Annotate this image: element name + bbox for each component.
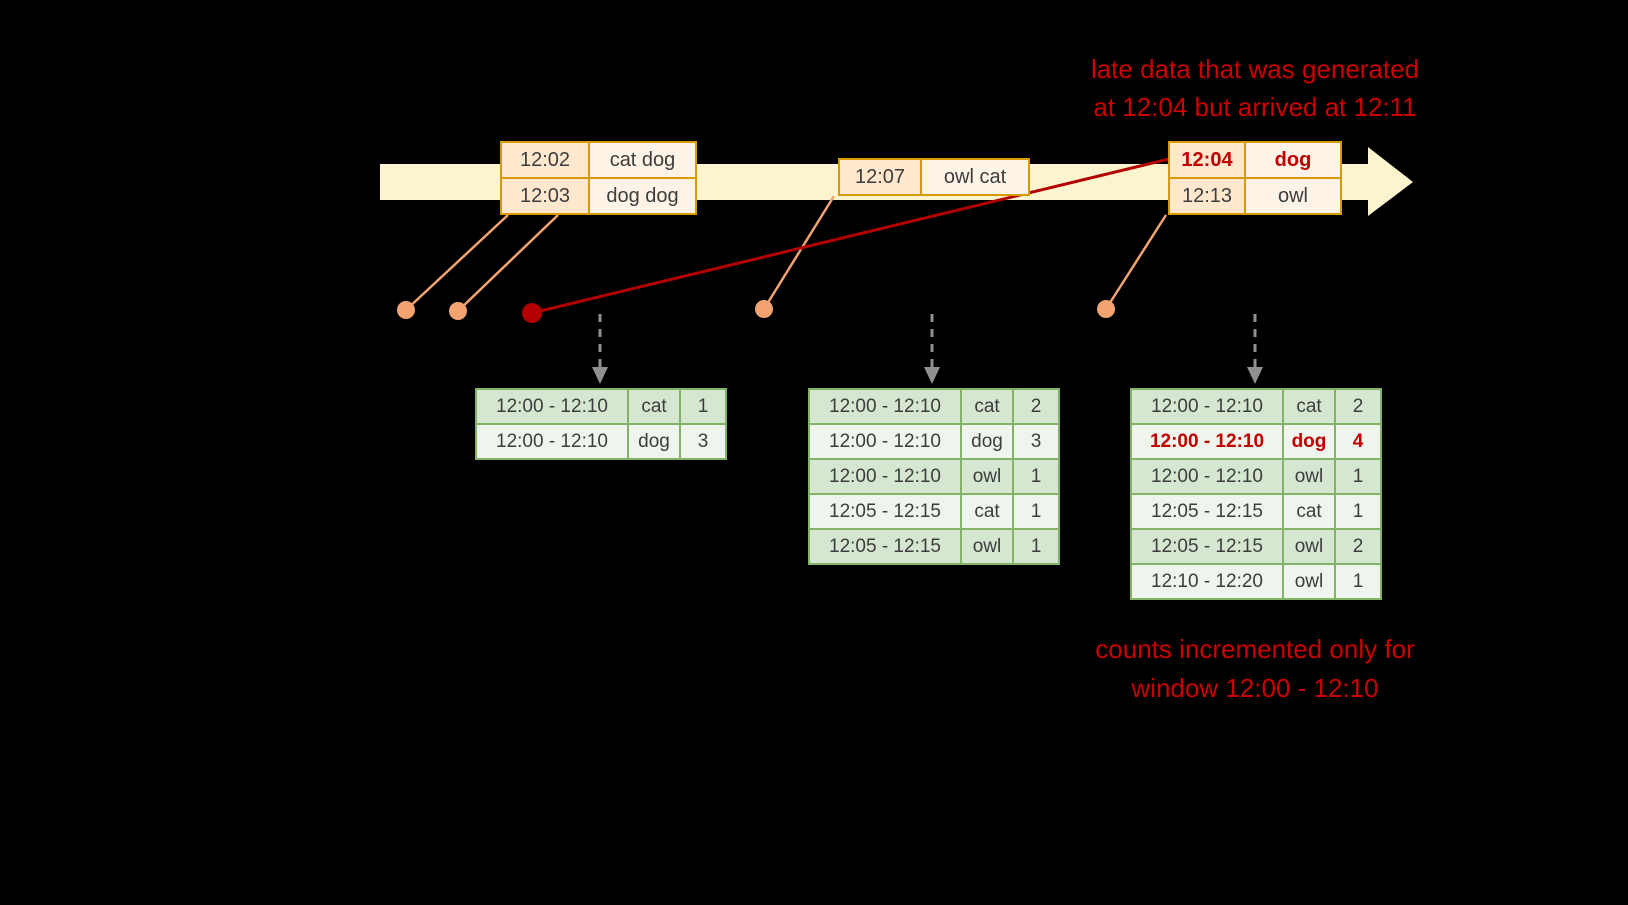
event-words: dog dog xyxy=(590,179,695,213)
table-row: 12:00 - 12:10 dog 3 xyxy=(475,423,727,460)
event-time: 12:03 xyxy=(502,179,588,213)
word-cell: owl xyxy=(960,528,1014,565)
table-row: 12:00 - 12:10 cat 2 xyxy=(808,388,1060,425)
count-cell: 3 xyxy=(679,423,727,460)
count-cell: 2 xyxy=(1334,388,1382,425)
table-row: 12:00 - 12:10 dog 3 xyxy=(808,423,1060,460)
late-data-annotation-line2: at 12:04 but arrived at 12:11 xyxy=(1093,92,1417,122)
trigger-arrowhead-icon xyxy=(1247,367,1263,384)
counts-annotation: counts incremented only for window 12:00… xyxy=(1040,630,1470,708)
count-cell: 1 xyxy=(1012,528,1060,565)
event-box-1: 12:02 cat dog 12:03 dog dog xyxy=(500,141,697,215)
word-cell: owl xyxy=(1282,458,1336,495)
count-cell: 3 xyxy=(1012,423,1060,460)
count-cell: 1 xyxy=(1334,458,1382,495)
window-cell: 12:00 - 12:10 xyxy=(1130,423,1284,460)
table-row: 12:05 - 12:15 owl 2 xyxy=(1130,528,1382,565)
window-cell: 12:05 - 12:15 xyxy=(1130,493,1284,530)
event-time: 12:07 xyxy=(840,160,920,194)
word-cell: cat xyxy=(960,493,1014,530)
window-cell: 12:10 - 12:20 xyxy=(1130,563,1284,600)
event-words: owl cat xyxy=(922,160,1028,194)
table-row: 12:00 - 12:10 cat 2 xyxy=(1130,388,1382,425)
result-table-1: 12:00 - 12:10 cat 1 12:00 - 12:10 dog 3 xyxy=(475,388,727,460)
event-box-2: 12:07 owl cat xyxy=(838,158,1030,196)
window-cell: 12:05 - 12:15 xyxy=(808,528,962,565)
word-cell: cat xyxy=(960,388,1014,425)
word-cell: owl xyxy=(960,458,1014,495)
word-cell: dog xyxy=(960,423,1014,460)
word-cell: cat xyxy=(1282,493,1336,530)
window-cell: 12:05 - 12:15 xyxy=(808,493,962,530)
window-cell: 12:00 - 12:10 xyxy=(475,423,629,460)
counts-annotation-line2: window 12:00 - 12:10 xyxy=(1131,673,1379,703)
word-cell: cat xyxy=(1282,388,1336,425)
arrival-dot xyxy=(449,302,467,320)
arrival-dot xyxy=(1097,300,1115,318)
count-cell: 1 xyxy=(1012,458,1060,495)
count-cell: 2 xyxy=(1334,528,1382,565)
trigger-arrowhead-icon xyxy=(924,367,940,384)
counts-annotation-line1: counts incremented only for xyxy=(1095,634,1415,664)
late-event-words: dog xyxy=(1246,143,1340,177)
count-cell: 4 xyxy=(1334,423,1382,460)
event-time: 12:02 xyxy=(502,143,588,177)
window-cell: 12:00 - 12:10 xyxy=(808,388,962,425)
event-time: 12:13 xyxy=(1170,179,1244,213)
arrival-dot xyxy=(397,301,415,319)
event-words: owl xyxy=(1246,179,1340,213)
window-cell: 12:00 - 12:10 xyxy=(475,388,629,425)
table-row: 12:10 - 12:20 owl 1 xyxy=(1130,563,1382,600)
arrival-dot xyxy=(755,300,773,318)
word-cell: owl xyxy=(1282,528,1336,565)
event-box-3: 12:04 dog 12:13 owl xyxy=(1168,141,1342,215)
table-row: 12:00 - 12:10 cat 1 xyxy=(475,388,727,425)
late-data-line xyxy=(531,157,1170,315)
trigger-arrowhead-icon xyxy=(592,367,608,384)
late-updated-row: 12:00 - 12:10 dog 4 xyxy=(1130,423,1382,460)
window-cell: 12:00 - 12:10 xyxy=(808,458,962,495)
window-cell: 12:05 - 12:15 xyxy=(1130,528,1284,565)
table-row: 12:05 - 12:15 cat 1 xyxy=(808,493,1060,530)
word-cell: owl xyxy=(1282,563,1336,600)
connector-line xyxy=(405,214,509,311)
event-words: cat dog xyxy=(590,143,695,177)
count-cell: 1 xyxy=(1334,563,1382,600)
word-cell: dog xyxy=(627,423,681,460)
late-arrival-dot xyxy=(522,303,542,323)
table-row: 12:00 - 12:10 owl 1 xyxy=(808,458,1060,495)
table-row: 12:05 - 12:15 cat 1 xyxy=(1130,493,1382,530)
count-cell: 2 xyxy=(1012,388,1060,425)
connector-line xyxy=(762,195,836,310)
connector-line xyxy=(1104,214,1168,310)
late-data-annotation: late data that was generated at 12:04 bu… xyxy=(1020,50,1490,126)
result-table-2: 12:00 - 12:10 cat 2 12:00 - 12:10 dog 3 … xyxy=(808,388,1060,565)
window-cell: 12:00 - 12:10 xyxy=(808,423,962,460)
table-row: 12:00 - 12:10 owl 1 xyxy=(1130,458,1382,495)
count-cell: 1 xyxy=(1012,493,1060,530)
table-row: 12:05 - 12:15 owl 1 xyxy=(808,528,1060,565)
window-cell: 12:00 - 12:10 xyxy=(1130,388,1284,425)
late-data-annotation-line1: late data that was generated xyxy=(1090,54,1420,84)
timeline-arrowhead xyxy=(1368,147,1413,216)
word-cell: dog xyxy=(1282,423,1336,460)
count-cell: 1 xyxy=(1334,493,1382,530)
word-cell: cat xyxy=(627,388,681,425)
connector-line xyxy=(457,214,559,312)
result-table-3: 12:00 - 12:10 cat 2 12:00 - 12:10 dog 4 … xyxy=(1130,388,1382,600)
window-cell: 12:00 - 12:10 xyxy=(1130,458,1284,495)
late-event-time: 12:04 xyxy=(1170,143,1244,177)
count-cell: 1 xyxy=(679,388,727,425)
